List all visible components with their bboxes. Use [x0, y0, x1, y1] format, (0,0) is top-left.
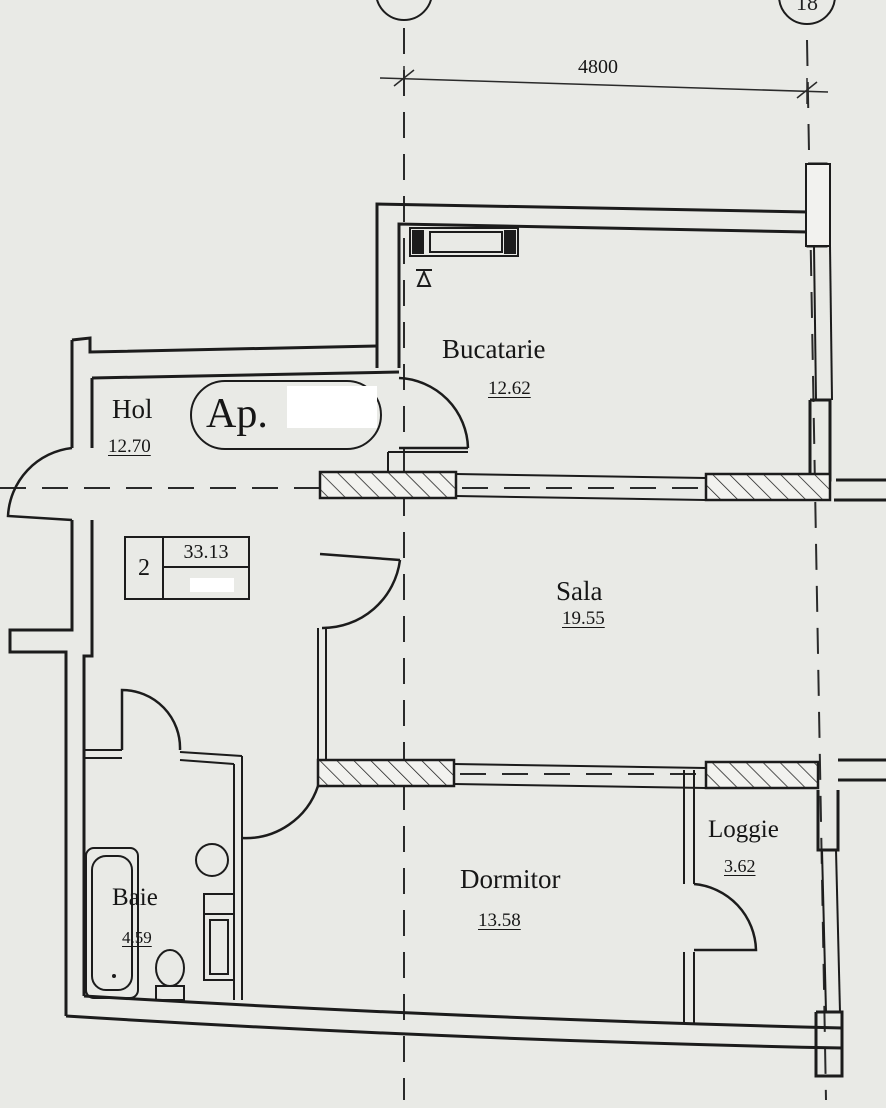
windows [805, 163, 831, 247]
room-name-sala: Sala [556, 576, 603, 606]
doors [6, 376, 758, 952]
door-bathroom [120, 688, 182, 751]
vent-symbol [416, 269, 432, 287]
door-kitchen [398, 376, 470, 449]
axis-marker-left [376, 0, 432, 21]
door-sala [321, 559, 402, 630]
room-area-loggie: 3.62 [724, 856, 756, 876]
room-name-hol: Hol [112, 394, 153, 424]
summary-room-count: 2 [126, 538, 164, 598]
room-name-dormitor: Dormitor [460, 864, 561, 894]
door-loggie [693, 882, 758, 952]
wall-block-kitchen-right [704, 472, 832, 502]
room-area-sala: 19.55 [562, 608, 605, 629]
axis-marker-label: 18 [796, 0, 818, 15]
room-area-dormitor: 13.58 [478, 910, 521, 931]
sink [195, 843, 229, 877]
room-name-loggie: Loggie [708, 816, 779, 843]
apartment-prefix: Ap. [206, 391, 268, 437]
toilet [155, 949, 185, 987]
stove [409, 227, 519, 257]
fixtures [85, 227, 519, 1001]
axis-marker-right: 18 [778, 0, 836, 25]
room-area-bucatarie: 12.62 [488, 378, 531, 399]
redacted-apartment-number [287, 386, 377, 428]
door-dormitor [241, 785, 320, 840]
area-summary-table: 2 33.13 [124, 536, 250, 600]
room-name-baie: Baie [112, 884, 158, 911]
room-name-bucatarie: Bucatarie [442, 334, 546, 364]
cabinet [203, 893, 235, 915]
door-sala-leaf [319, 552, 401, 562]
apartment-badge: Ap. [190, 380, 382, 450]
redacted-total-area [190, 578, 234, 592]
bathtub [85, 847, 139, 999]
window-kitchen [805, 163, 831, 247]
door-entrance [6, 446, 73, 522]
room-area-hol: 12.70 [108, 436, 151, 457]
washer [203, 913, 235, 981]
wall-block-sala-left [316, 758, 456, 788]
interior-walls [84, 451, 832, 1024]
wall-block-sala-right [704, 760, 820, 790]
dimension-label: 4800 [578, 56, 618, 78]
room-area-baie: 4.59 [122, 928, 152, 947]
wall-block-kitchen-left [318, 470, 458, 500]
summary-living-area: 33.13 [164, 538, 248, 568]
